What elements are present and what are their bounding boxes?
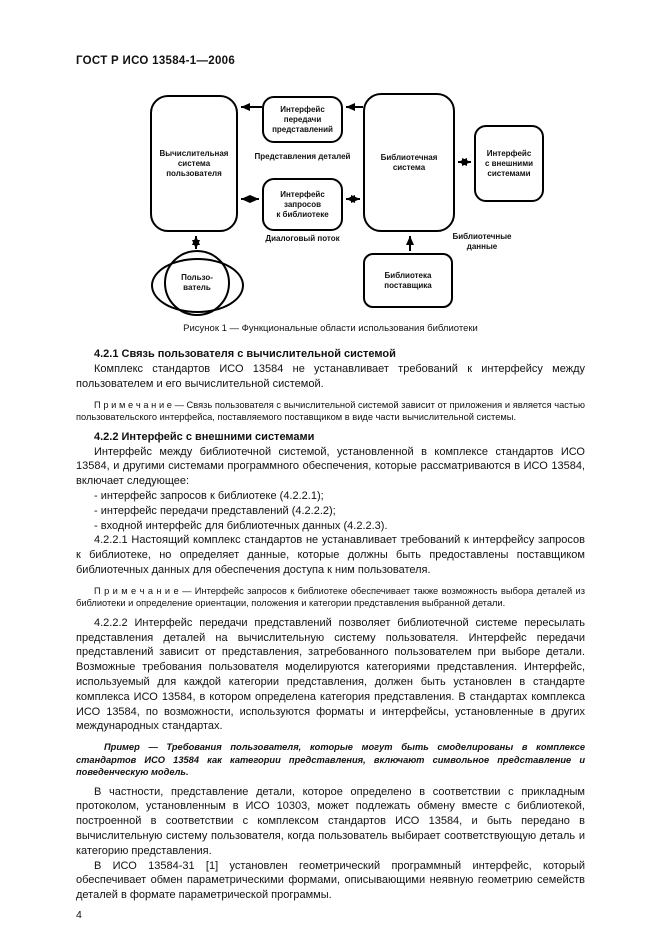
- box-representation-transfer-interface: Интерфейс передачи представлений: [262, 96, 343, 143]
- label-library-data: Библиотечные данные: [452, 232, 512, 251]
- example: Пример — Требования пользователя, которы…: [76, 742, 585, 778]
- list-item: - интерфейс запросов к библиотеке (4.2.2…: [94, 489, 324, 502]
- paragraph-4-2-2-1: 4.2.2.1 Настоящий комплекс стандартов не…: [76, 534, 585, 576]
- list-item: - входной интерфейс для библиотечных дан…: [94, 519, 388, 532]
- note: П р и м е ч а н и е — Интерфейс запросов…: [76, 585, 585, 609]
- heading-4-2-2: 4.2.2 Интерфейс с внешними системами: [94, 430, 315, 443]
- box-library-system: Библиотечная система: [363, 93, 455, 232]
- paragraph: В частности, представление детали, котор…: [76, 785, 585, 857]
- paragraph: В ИСО 13584-31 [1] установлен геометриче…: [76, 859, 585, 902]
- label-dialog-flow: Диалоговый поток: [265, 234, 340, 243]
- label-parts-representations: Представления деталей: [254, 152, 351, 161]
- diagram-connectors: [192, 103, 471, 251]
- page-number: 4: [76, 909, 82, 922]
- box-user-computing-system: Вычислительная система пользователя: [150, 95, 238, 232]
- paragraph: Комплекс стандартов ИСО 13584 не устанав…: [76, 363, 585, 390]
- figure-caption: Рисунок 1 — Функциональные области испол…: [183, 323, 478, 334]
- figure-1-diagram: Вычислительная система пользователя Инте…: [0, 0, 661, 345]
- paragraph-4-2-2-2: 4.2.2.2 Интерфейс передачи представлений…: [76, 616, 585, 733]
- note: П р и м е ч а н и е — Связь пользователя…: [76, 399, 585, 423]
- paragraph: Интерфейс между библиотечной системой, у…: [76, 445, 585, 488]
- box-library-query-interface: Интерфейс запросов к библиотеке: [262, 178, 343, 231]
- heading-4-2-1: 4.2.1 Связь пользователя с вычислительно…: [94, 348, 396, 360]
- document-header: ГОСТ Р ИСО 13584-1—2006: [76, 55, 236, 67]
- user-symbol: Пользо- ватель: [164, 250, 230, 316]
- box-external-systems-interface: Интерфейс с внешними системами: [474, 125, 544, 202]
- box-supplier-library: Библиотека поставщика: [363, 253, 453, 308]
- list-item: - интерфейс передачи представлений (4.2.…: [94, 504, 336, 517]
- document-body: 4.2.1 Связь пользователя с вычислительно…: [76, 347, 585, 921]
